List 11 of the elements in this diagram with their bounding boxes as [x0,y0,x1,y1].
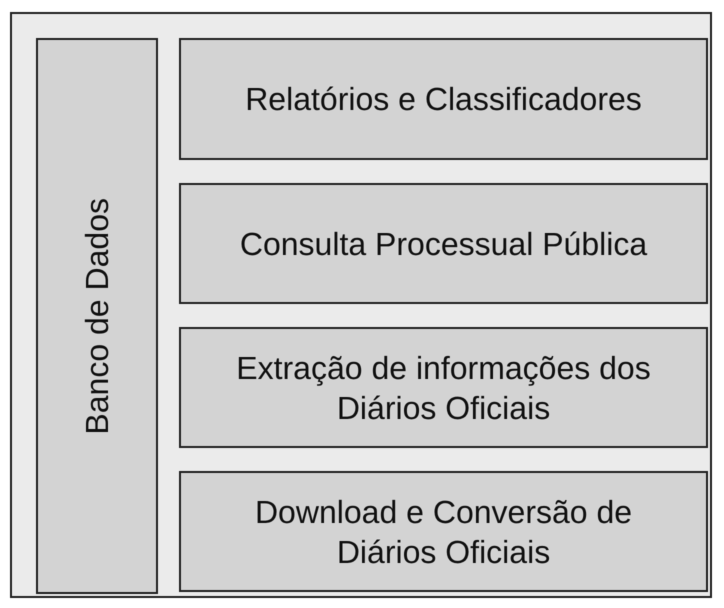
layer-bar [36,38,158,594]
layer-label: Consulta Processual Pública [240,224,648,264]
layer-box [179,38,708,160]
layer-label: Download e Conversão de Diários Oficiais [254,492,634,572]
container-box [10,12,712,598]
layer-box [179,183,708,304]
layer-title: Banco de Dados [78,198,116,434]
layer-box [179,327,708,448]
layer-box [179,471,708,592]
layer-label: Relatórios e Classificadores [245,80,642,119]
layer-label: Extração de informações dos Diários Oficiais [235,348,652,428]
